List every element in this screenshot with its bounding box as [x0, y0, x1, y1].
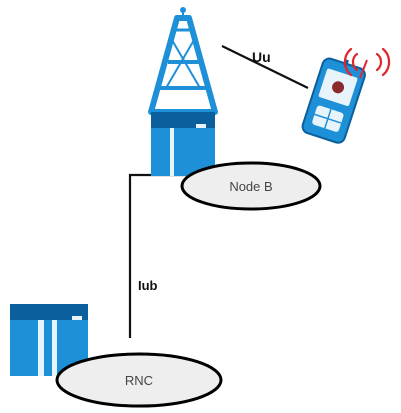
uu-link-label: Uu [252, 49, 271, 65]
uu-link-line [221, 45, 309, 89]
antenna-tower-icon [148, 7, 218, 115]
radio-waves-icon [343, 47, 391, 77]
rnc-label: RNC [125, 373, 153, 388]
node-b-ellipse [180, 161, 322, 211]
mobile-phone-icon [301, 57, 366, 144]
node-b-cabinet-icon [151, 112, 215, 176]
node-b-label: Node B [229, 179, 272, 194]
iub-link-label: Iub [138, 278, 158, 293]
rnc-ellipse [55, 352, 223, 408]
iub-link-line [128, 173, 186, 338]
phone-antenna-icon [359, 59, 368, 79]
rnc-cabinet-icon [10, 304, 88, 376]
